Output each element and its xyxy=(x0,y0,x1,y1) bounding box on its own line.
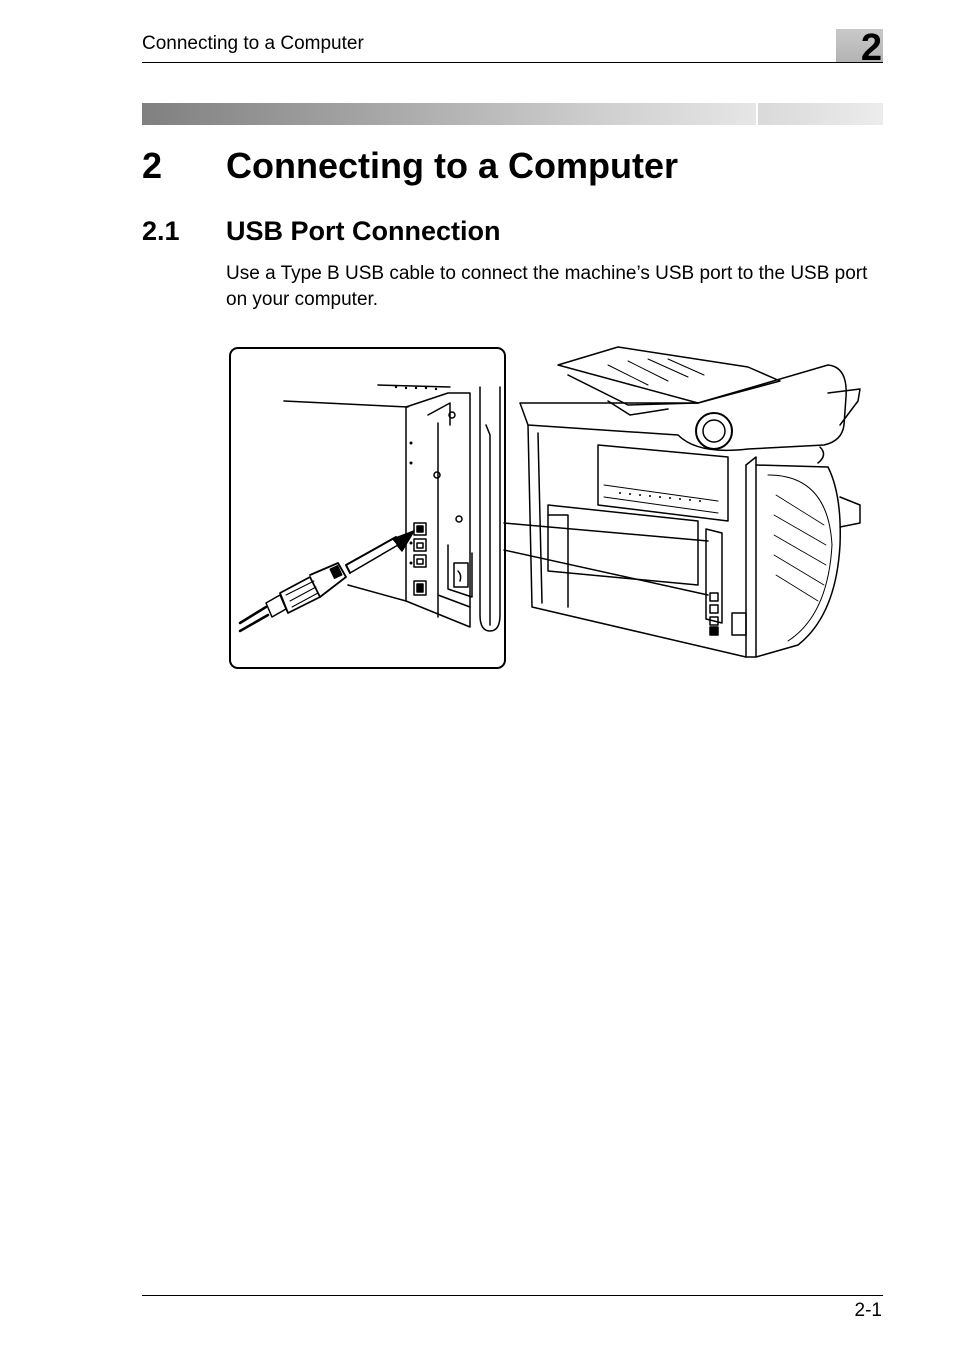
footer-rule xyxy=(142,1295,883,1296)
running-header: Connecting to a Computer xyxy=(142,33,364,54)
chapter-bar xyxy=(142,103,756,125)
header-rule xyxy=(142,62,883,63)
machine-rear-view xyxy=(519,346,861,658)
chapter-bar-end xyxy=(758,103,883,125)
section-title: USB Port Connection xyxy=(226,216,501,246)
chapter-tab: 2 xyxy=(836,27,883,69)
detail-inset xyxy=(229,347,506,669)
chapter-number: 2 xyxy=(142,145,163,186)
page-number: 2-1 xyxy=(854,1300,882,1321)
section-body: Use a Type B USB cable to connect the ma… xyxy=(226,263,868,310)
chapter-title: Connecting to a Computer xyxy=(226,145,678,186)
chapter-tab-number: 2 xyxy=(860,27,882,69)
section-number: 2.1 xyxy=(142,216,180,246)
callout-lines xyxy=(503,522,709,596)
usb-connection-illustration xyxy=(229,346,861,669)
